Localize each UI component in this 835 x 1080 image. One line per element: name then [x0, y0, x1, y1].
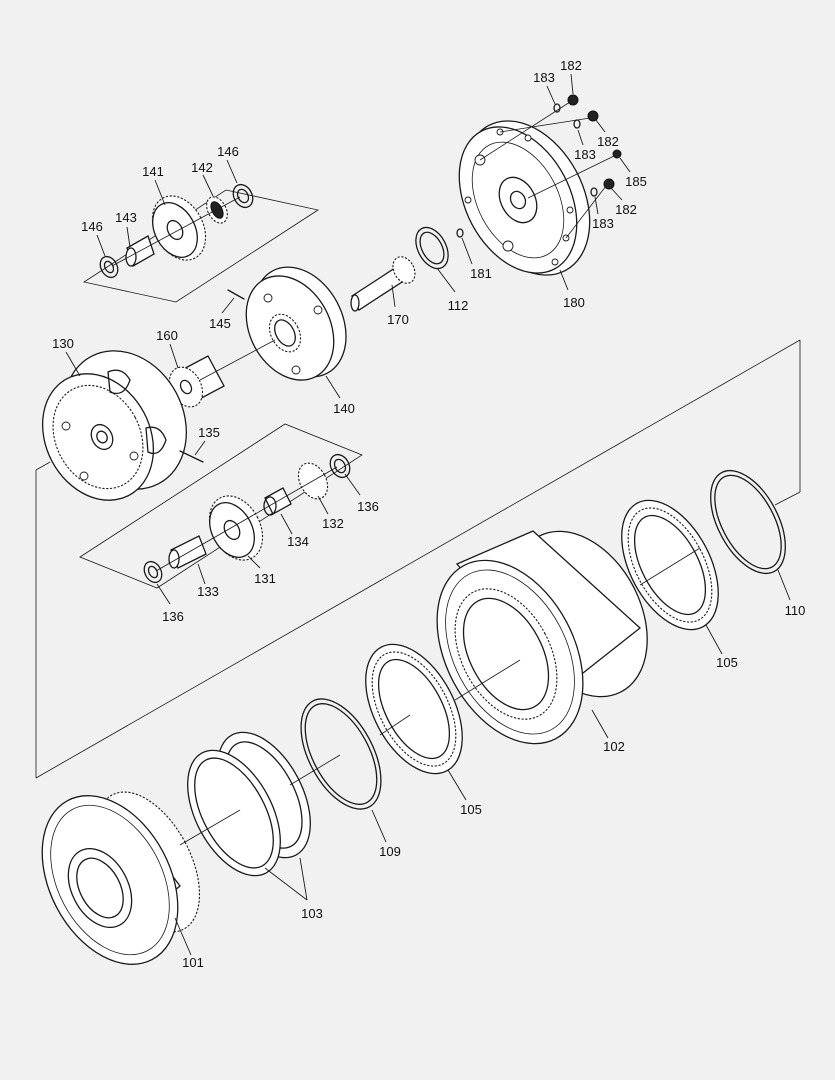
callout-109: 109 — [379, 844, 401, 859]
callout-103: 103 — [301, 906, 323, 921]
leader-lines — [65, 73, 791, 956]
callout-182: 182 — [615, 202, 637, 217]
callout-105: 105 — [716, 655, 738, 670]
hub-101 — [41, 791, 201, 965]
callout-182: 182 — [560, 58, 582, 73]
callout-136: 136 — [162, 609, 184, 624]
planet-group-bottom — [143, 453, 351, 584]
plug-181 — [456, 228, 464, 238]
bearing-105-upper — [621, 499, 719, 631]
seal-103 — [187, 731, 311, 877]
callout-101: 101 — [182, 955, 204, 970]
callout-170: 170 — [387, 312, 409, 327]
planet-group-frame-bottom — [79, 423, 363, 589]
fasteners-182-183-185 — [456, 94, 622, 239]
callout-105: 105 — [460, 802, 482, 817]
callout-145: 145 — [209, 316, 231, 331]
callout-183: 183 — [533, 70, 555, 85]
shaft-170 — [279, 256, 416, 351]
oring-112 — [415, 226, 449, 270]
planet-group-top — [99, 183, 254, 279]
callout-183: 183 — [574, 147, 596, 162]
callout-135: 135 — [198, 425, 220, 440]
pin-145 — [227, 289, 245, 300]
callout-181: 181 — [470, 266, 492, 281]
assembly-lines — [35, 339, 801, 846]
callout-130: 130 — [52, 336, 74, 351]
callout-183: 183 — [592, 216, 614, 231]
callout-110: 110 — [785, 603, 806, 618]
callout-185: 185 — [625, 174, 647, 189]
callout-140: 140 — [333, 401, 355, 416]
callout-102: 102 — [603, 739, 625, 754]
housing-102 — [436, 530, 648, 745]
ring-109 — [300, 698, 382, 810]
callout-141: 141 — [142, 164, 164, 179]
pin-135 — [179, 450, 204, 463]
callout-182: 182 — [597, 134, 619, 149]
callout-131: 131 — [254, 571, 276, 586]
callout-136: 136 — [357, 499, 379, 514]
callout-134: 134 — [287, 534, 309, 549]
ring-110 — [710, 469, 786, 575]
callout-143: 143 — [115, 210, 137, 225]
callout-146: 146 — [217, 144, 239, 159]
callouts: 182 183 182 183 185 182 183 181 180 112 … — [52, 58, 805, 970]
callout-132: 132 — [322, 516, 344, 531]
sun-gear-160 — [168, 339, 276, 408]
callout-142: 142 — [191, 160, 213, 175]
cover-180 — [458, 120, 591, 276]
callout-133: 133 — [197, 584, 219, 599]
callout-160: 160 — [156, 328, 178, 343]
callout-112: 112 — [448, 298, 469, 313]
callout-146: 146 — [81, 219, 103, 234]
bearing-105-lower — [365, 643, 463, 775]
carrier-130 — [41, 350, 204, 501]
callout-180: 180 — [563, 295, 585, 310]
carrier-140 — [227, 266, 347, 381]
